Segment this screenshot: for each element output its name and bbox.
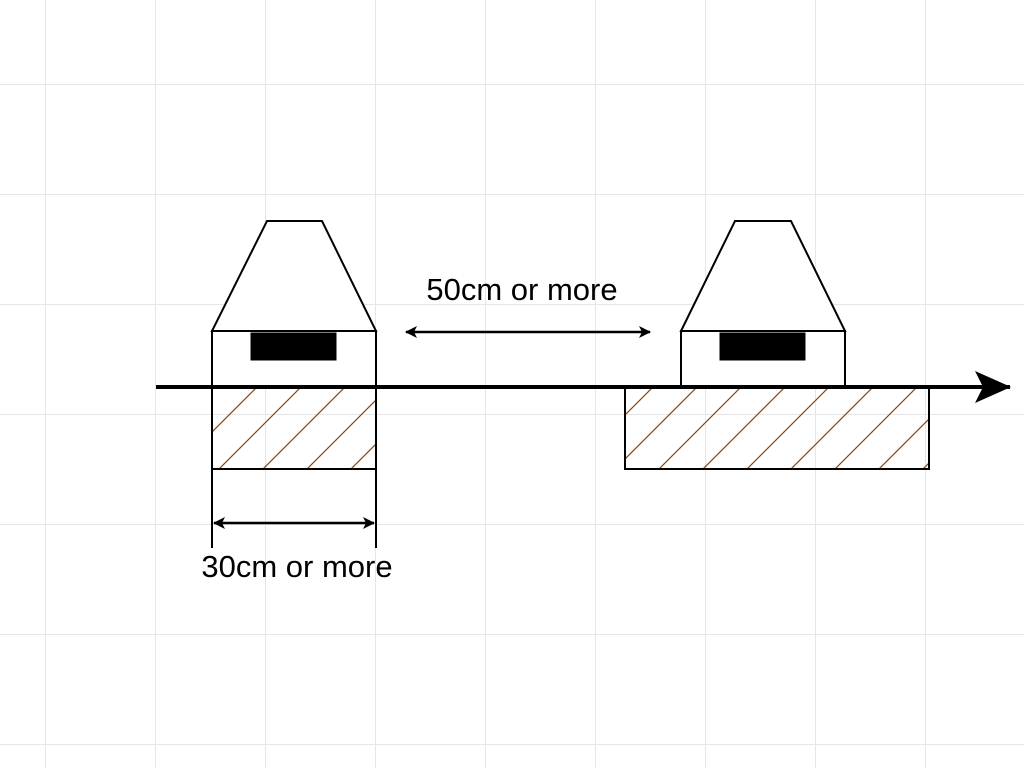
right-unit (679, 220, 847, 388)
right-unit-slot (719, 332, 806, 361)
left-footing (211, 386, 377, 470)
gap-label: 50cm or more (426, 272, 617, 307)
width-label: 30cm or more (201, 549, 392, 584)
left-unit (210, 220, 378, 388)
left-unit-slot (250, 332, 337, 361)
right-footing (624, 386, 930, 470)
right-unit-top (679, 220, 847, 332)
left-unit-top (210, 220, 378, 332)
